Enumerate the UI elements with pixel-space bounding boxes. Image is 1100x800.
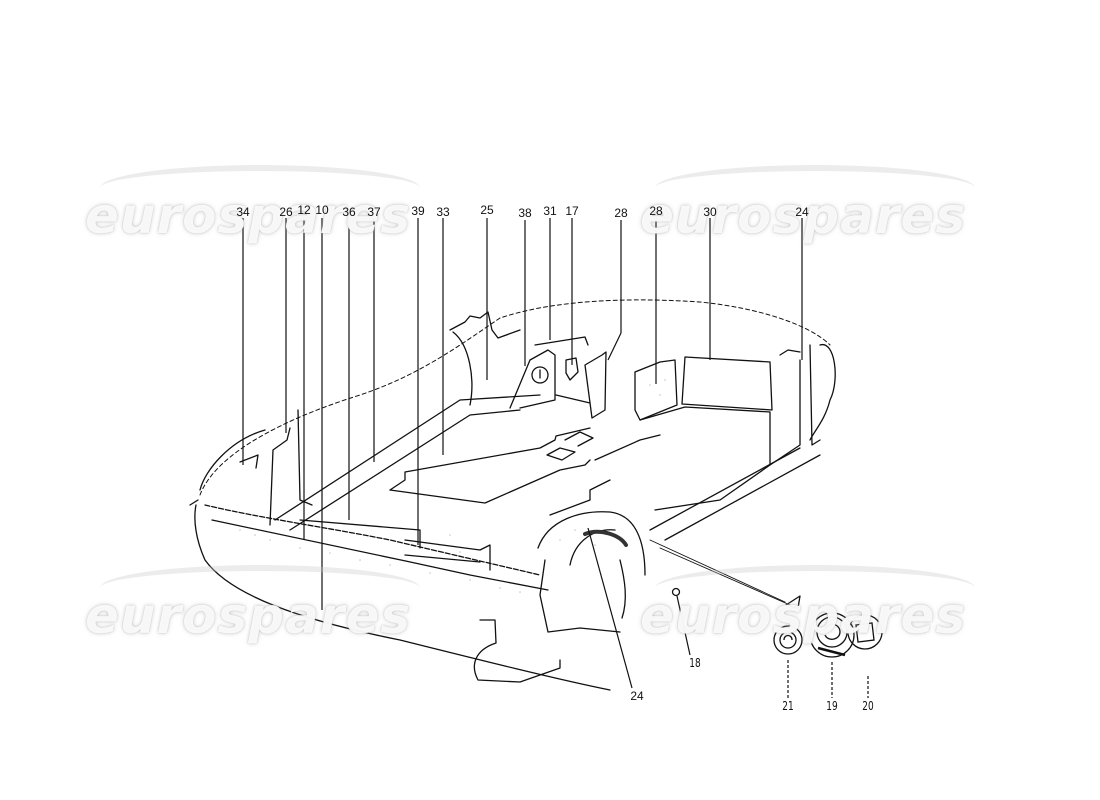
- callout-30: 30: [703, 205, 717, 219]
- callout-18: 18: [689, 656, 701, 670]
- callout-36: 36: [342, 205, 356, 219]
- grommet-19: [809, 612, 855, 658]
- callout-20: 20: [862, 699, 874, 713]
- callout-12: 12: [297, 203, 311, 217]
- car-body-outline: [189, 299, 836, 691]
- callout-19: 19: [826, 699, 838, 713]
- callout-31: 31: [543, 204, 557, 218]
- callout-28-right: 28: [649, 204, 663, 218]
- fastener-assembly: [671, 587, 883, 658]
- callout-37: 37: [367, 205, 381, 219]
- callout-28-left: 28: [614, 206, 628, 220]
- callout-38: 38: [518, 206, 532, 220]
- callout-33: 33: [436, 205, 450, 219]
- callout-25: 25: [480, 203, 494, 217]
- washer-21: [773, 625, 803, 655]
- clip-18: [671, 587, 681, 597]
- callout-24-top: 24: [795, 205, 809, 219]
- callout-34: 34: [236, 205, 250, 219]
- cap-20: [847, 614, 883, 650]
- callout-10: 10: [315, 203, 329, 217]
- callout-21: 21: [782, 699, 794, 713]
- leader-lines: [242, 218, 869, 698]
- callout-39: 39: [411, 204, 425, 218]
- speckle-shading: [239, 379, 666, 593]
- callout-24-bottom: 24: [630, 689, 644, 703]
- callout-17: 17: [565, 204, 579, 218]
- callout-26: 26: [279, 205, 293, 219]
